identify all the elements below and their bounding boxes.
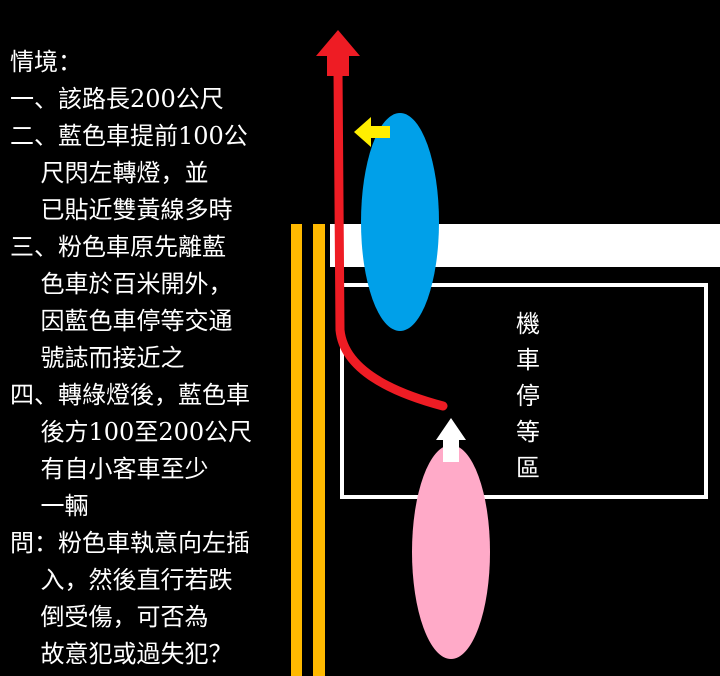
scenario-heading: 情境：	[10, 48, 82, 76]
yellow-line-right	[313, 224, 325, 676]
scenario-line: 一輛	[10, 492, 89, 520]
question-line: 故意犯或過失犯？	[10, 640, 233, 668]
pink-car	[412, 445, 490, 659]
scenario-line: 三、粉色車原先離藍	[10, 233, 226, 261]
yellow-line-left	[291, 224, 302, 676]
scenario-line: 色車於百米開外，	[10, 270, 233, 298]
zone-label-char: 車	[516, 346, 540, 374]
scenario-line: 因藍色車停等交通	[10, 307, 233, 335]
scenario-line: 已貼近雙黃線多時	[10, 196, 233, 224]
question-line: 倒受傷，可否為	[10, 603, 209, 631]
zone-label-char: 等	[516, 418, 540, 446]
scenario-line: 四、轉綠燈後，藍色車	[10, 381, 250, 409]
pink-car-path	[333, 67, 448, 411]
up-arrow-icon	[316, 30, 360, 76]
scenario-line: 號誌而接近之	[10, 344, 185, 372]
zone-label-char: 機	[516, 310, 540, 338]
zone-label-char: 區	[516, 454, 540, 482]
scenario-line: 有自小客車至少	[10, 455, 209, 483]
scenario-line: 尺閃左轉燈，並	[10, 159, 209, 187]
motorcycle-zone-box	[340, 283, 708, 499]
question-line: 入，然後直行若跌	[10, 566, 233, 594]
scenario-line: 二、藍色車提前100公	[10, 122, 248, 150]
scenario-line: 一、該路長200公尺	[10, 85, 224, 113]
pink-car-arrow-icon	[436, 418, 466, 462]
question-line: 問：粉色車執意向左插	[10, 529, 250, 557]
zone-label-char: 停	[516, 382, 540, 410]
left-arrow-icon	[354, 117, 390, 147]
scenario-line: 後方100至200公尺	[10, 418, 253, 446]
blue-car	[361, 113, 439, 331]
